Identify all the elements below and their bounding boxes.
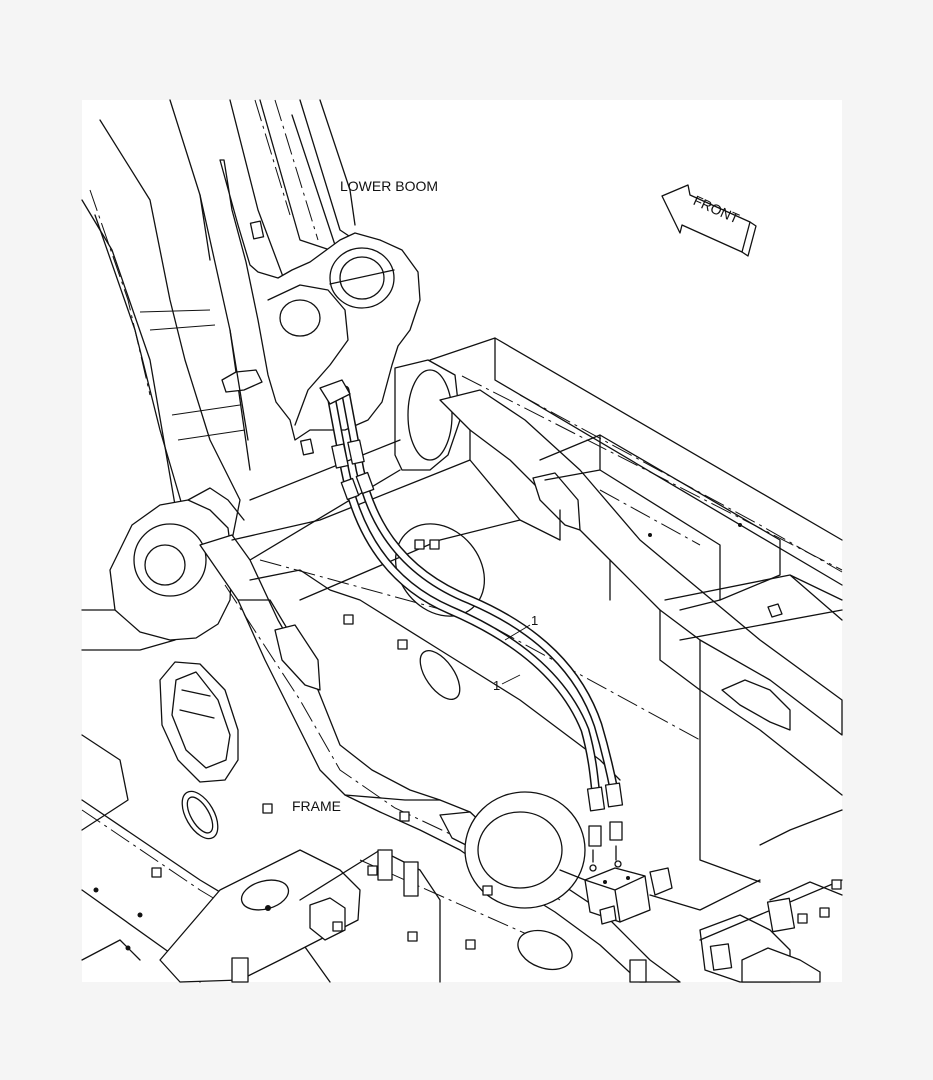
lower-boom — [81, 99, 421, 541]
frame-label: FRAME — [292, 798, 341, 814]
hose-assembly — [319, 379, 624, 872]
callout-number-upper: 1 — [531, 613, 538, 628]
callout-leader-upper — [504, 624, 531, 641]
valve-block — [559, 867, 761, 925]
boom-foot-pin — [249, 359, 461, 561]
frame-body — [81, 337, 843, 983]
callout-number-lower: 1 — [493, 678, 500, 693]
left-boss — [81, 487, 245, 651]
lower-boom-label: LOWER BOOM — [340, 178, 438, 194]
bolt-heads — [151, 539, 842, 950]
callout-leader-lower — [501, 674, 521, 685]
